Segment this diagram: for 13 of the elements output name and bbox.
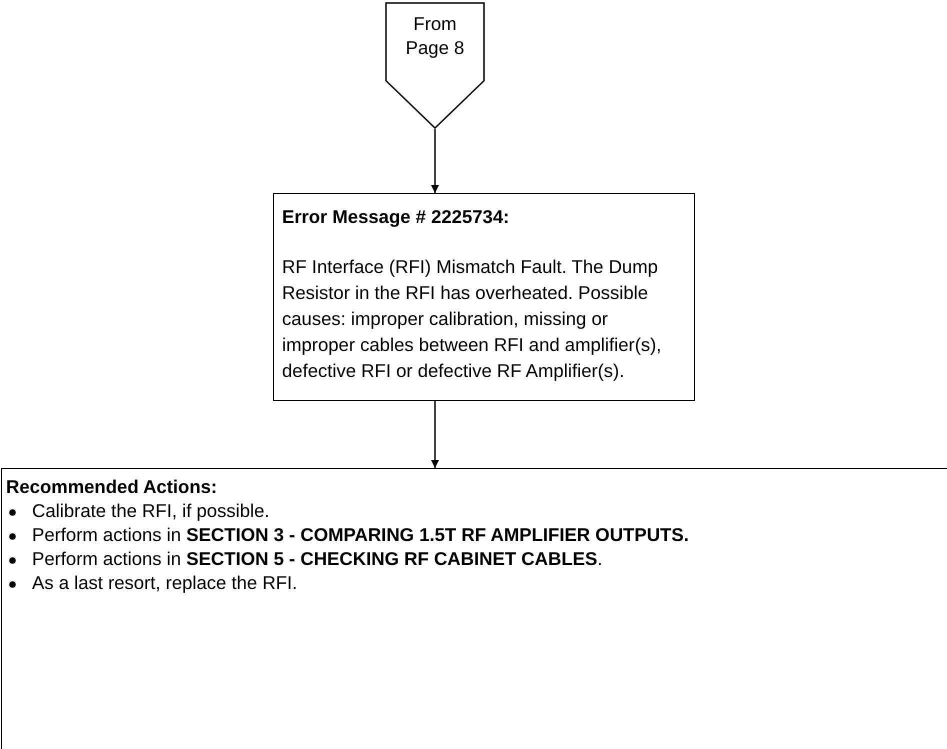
arrow (431, 129, 439, 193)
bullet-item: Perform actions in SECTION 3 - COMPARING 1.5T RF AMPLIFIER OUTPUTS. (32, 524, 689, 545)
box-heading: Recommended Actions: (6, 475, 218, 499)
connector-label: From Page 8 (404, 12, 466, 60)
actions-box (1, 468, 947, 749)
box-heading: Error Message # 2225734: (282, 205, 510, 229)
off-page-connector (385, 2, 485, 129)
process-box (273, 193, 695, 401)
bullet-item: Calibrate the RFI, if possible. (32, 500, 270, 521)
box-text: RF Interface (RFI) Mismatch Fault. The Dump Resistor in the RFI has overheated. Possible causes: improper calibration, missing or improper cables between RFI and amplifier(s), defective RFI or defective RF Amplifier(s). (282, 255, 662, 383)
arrow (431, 401, 439, 468)
bullet-item: Perform actions in SECTION 5 - CHECKING RF CABINET CABLES. (32, 548, 603, 569)
bullet-item: As a last resort, replace the RFI. (32, 572, 298, 593)
